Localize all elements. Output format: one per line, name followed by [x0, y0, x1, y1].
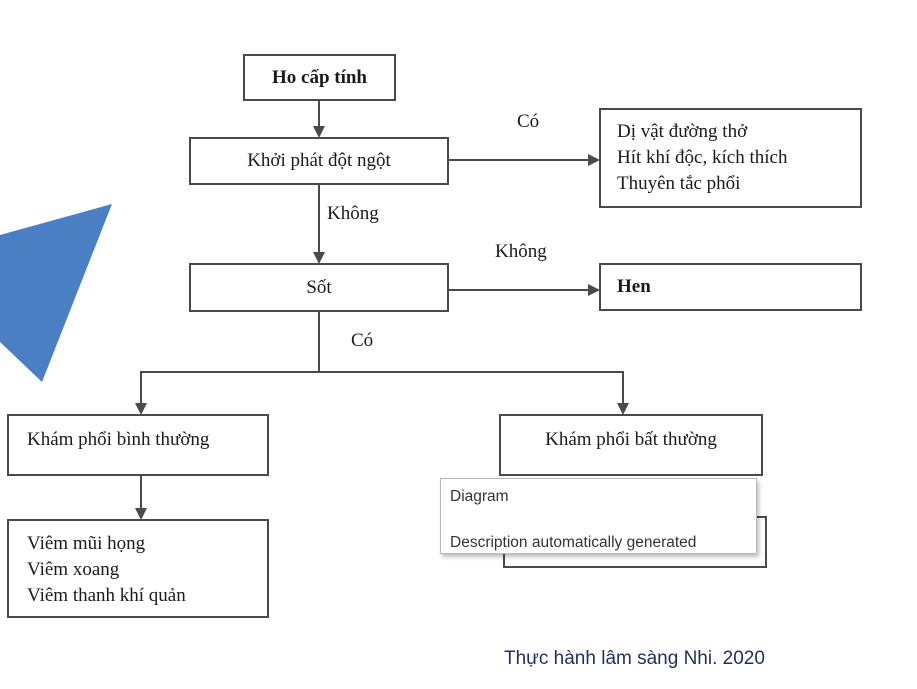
arrow-fever-to-abnormal-exam [319, 371, 629, 415]
node-sudden-onset-causes: Dị vật đường thở Hít khí độc, kích thích… [599, 108, 862, 208]
node-fever-label: Sốt [306, 276, 332, 298]
cause-pulmonary-embolism: Thuyên tắc phổi [617, 173, 741, 194]
alt-text-tooltip: Diagram Description automatically genera… [440, 478, 757, 554]
edge-label-fever-yes: Có [351, 330, 374, 351]
edge-label-onset-no: Không [327, 203, 379, 224]
edge-label-onset-yes: Có [517, 111, 540, 132]
node-acute-cough-label: Ho cấp tính [271, 66, 368, 88]
node-sudden-onset-label: Khởi phát đột ngột [247, 150, 391, 171]
node-normal-exam-causes: Viêm mũi họng Viêm xoang Viêm thanh khí … [7, 519, 269, 618]
node-abnormal-lung-exam: Khám phổi bất thường [499, 414, 763, 476]
node-abnormal-lung-exam-label: Khám phổi bất thường [545, 429, 717, 450]
node-sudden-onset: Khởi phát đột ngột [189, 137, 449, 185]
node-fever: Sốt [189, 263, 449, 312]
cause-sinusitis: Viêm xoang [27, 559, 120, 580]
node-asthma: Hen [599, 263, 862, 311]
cause-rhinopharyngitis: Viêm mũi họng [27, 533, 146, 554]
tooltip-description: Description automatically generated [450, 534, 697, 551]
node-acute-cough: Ho cấp tính [243, 54, 396, 101]
arrow-fever-to-normal-exam [135, 371, 319, 415]
source-footer: Thực hành lâm sàng Nhi. 2020 [504, 648, 765, 669]
decorative-star-shape [0, 204, 112, 382]
cause-airway-foreign-body: Dị vật đường thở [617, 121, 748, 142]
tooltip-title: Diagram [450, 488, 509, 505]
node-normal-lung-exam-label: Khám phổi bình thường [27, 429, 210, 450]
cause-laryngotracheitis: Viêm thanh khí quản [27, 585, 186, 606]
edge-label-fever-no: Không [495, 241, 547, 262]
node-normal-lung-exam: Khám phổi bình thường [7, 414, 269, 476]
cause-toxic-inhalation: Hít khí độc, kích thích [617, 147, 788, 168]
node-asthma-label: Hen [617, 276, 651, 297]
